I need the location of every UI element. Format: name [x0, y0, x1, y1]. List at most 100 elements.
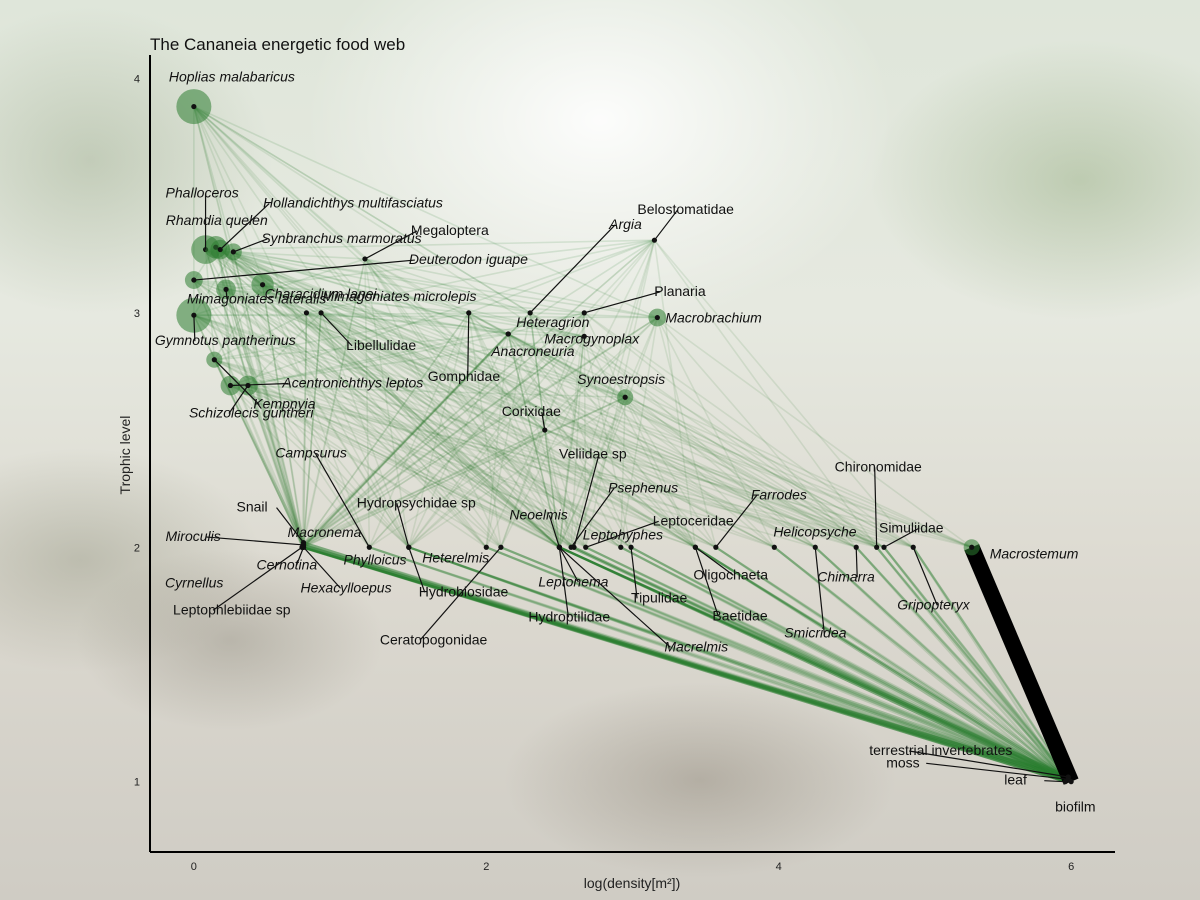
trophic-link	[193, 105, 531, 314]
trophic-link	[193, 105, 697, 549]
trophic-link	[193, 105, 659, 319]
trophic-link	[214, 246, 776, 549]
trophic-link	[467, 312, 586, 338]
leader-smicridea	[814, 547, 825, 634]
trophic-link	[368, 429, 546, 549]
trophic-link	[407, 429, 546, 549]
trophic-link	[232, 251, 561, 549]
trophic-link	[407, 546, 1070, 781]
trophic-link	[301, 333, 510, 549]
trophic-link	[204, 248, 561, 549]
label-chimarra: Chimarra	[817, 568, 875, 584]
trophic-link	[302, 316, 659, 549]
trophic-link	[467, 312, 626, 399]
leader-hydroptilidae	[558, 547, 569, 618]
trophic-link	[543, 316, 659, 431]
trophic-link	[219, 248, 470, 314]
trophic-link	[694, 546, 1073, 783]
trophic-link	[558, 546, 1073, 783]
trophic-link	[204, 248, 305, 546]
trophic-link	[558, 396, 626, 549]
trophic-link	[584, 546, 1070, 779]
node-leaf	[1062, 779, 1068, 785]
trophic-link	[213, 358, 973, 549]
trophic-link	[193, 279, 878, 549]
leader-ceratopogonidae	[419, 546, 502, 641]
trophic-link	[569, 546, 1070, 779]
trophic-link	[219, 248, 587, 549]
trophic-link	[814, 546, 1070, 779]
trophic-link	[305, 312, 817, 549]
trophic-link	[232, 251, 531, 314]
trophic-link	[232, 251, 632, 549]
leader-campsurus	[314, 452, 370, 548]
trophic-link	[305, 312, 885, 549]
trophic-link	[407, 396, 626, 549]
trophic-link	[247, 384, 488, 549]
label-leaf: leaf	[1004, 772, 1027, 788]
trophic-link	[301, 258, 366, 549]
trophic-link	[225, 288, 697, 549]
trophic-link	[407, 546, 1070, 779]
trophic-link	[629, 546, 1067, 783]
trophic-link	[302, 396, 626, 549]
trophic-link	[193, 312, 531, 316]
trophic-link	[529, 312, 697, 549]
trophic-link	[204, 248, 626, 399]
leader-planaria	[584, 291, 661, 314]
trophic-link	[302, 312, 308, 546]
label-snail: Snail	[237, 499, 268, 515]
trophic-link	[302, 546, 1073, 783]
trophic-link	[653, 239, 697, 549]
trophic-link	[507, 333, 626, 399]
trophic-link	[214, 246, 575, 549]
trophic-link	[305, 312, 632, 549]
trophic-link	[558, 316, 659, 549]
trophic-link	[301, 312, 586, 549]
label-synoestropsis: Synoestropsis	[577, 371, 665, 387]
leader-farrodes	[715, 494, 758, 548]
trophic-link	[302, 546, 1070, 781]
leader-cernotina	[295, 547, 305, 566]
label-cernotina: Cernotina	[257, 556, 318, 572]
trophic-link	[229, 335, 586, 387]
leader-terrestrial-invertebrates	[909, 750, 1069, 778]
trophic-link	[193, 258, 366, 316]
trophic-link	[247, 384, 817, 549]
leader-leaf	[1044, 780, 1066, 783]
trophic-link	[261, 283, 622, 549]
trophic-link	[214, 246, 973, 549]
label-deuterodon-iguape: Deuterodon iguape	[409, 251, 528, 267]
leader-macrelmis	[558, 546, 671, 648]
trophic-link	[507, 333, 776, 549]
trophic-link	[629, 546, 1070, 781]
trophic-link	[407, 546, 1067, 783]
trophic-link	[193, 279, 697, 549]
x-tick-label: 0	[191, 861, 197, 873]
x-axis-title: log(density[m²])	[584, 875, 680, 891]
trophic-link	[302, 429, 546, 546]
label-leptophlebiidae-sp: Leptophlebiidae sp	[173, 601, 291, 617]
trophic-link	[261, 283, 973, 549]
label-kempnyia: Kempnyia	[253, 396, 315, 412]
trophic-link	[882, 546, 1067, 783]
trophic-link	[529, 312, 632, 549]
label-tipulidae: Tipulidae	[631, 589, 688, 605]
label-helicopsyche: Helicopsyche	[773, 523, 856, 539]
trophic-link	[302, 312, 531, 549]
label-gymnotus-pantherinus: Gymnotus pantherinus	[155, 332, 296, 348]
trophic-link	[302, 333, 510, 549]
leader-baetidae	[694, 547, 719, 617]
label-macrelmis: Macrelmis	[664, 638, 728, 654]
trophic-link	[583, 312, 915, 549]
label-rhamdia-quelen: Rhamdia quelen	[166, 212, 268, 228]
label-hydrobiosidae: Hydrobiosidae	[419, 583, 509, 599]
leader-corixidae	[541, 411, 546, 431]
trophic-link	[302, 543, 1070, 779]
trophic-link	[261, 283, 410, 549]
trophic-link	[214, 246, 858, 549]
trophic-link	[247, 312, 586, 387]
trophic-link	[507, 333, 885, 549]
label-neoelmis: Neoelmis	[509, 506, 567, 522]
